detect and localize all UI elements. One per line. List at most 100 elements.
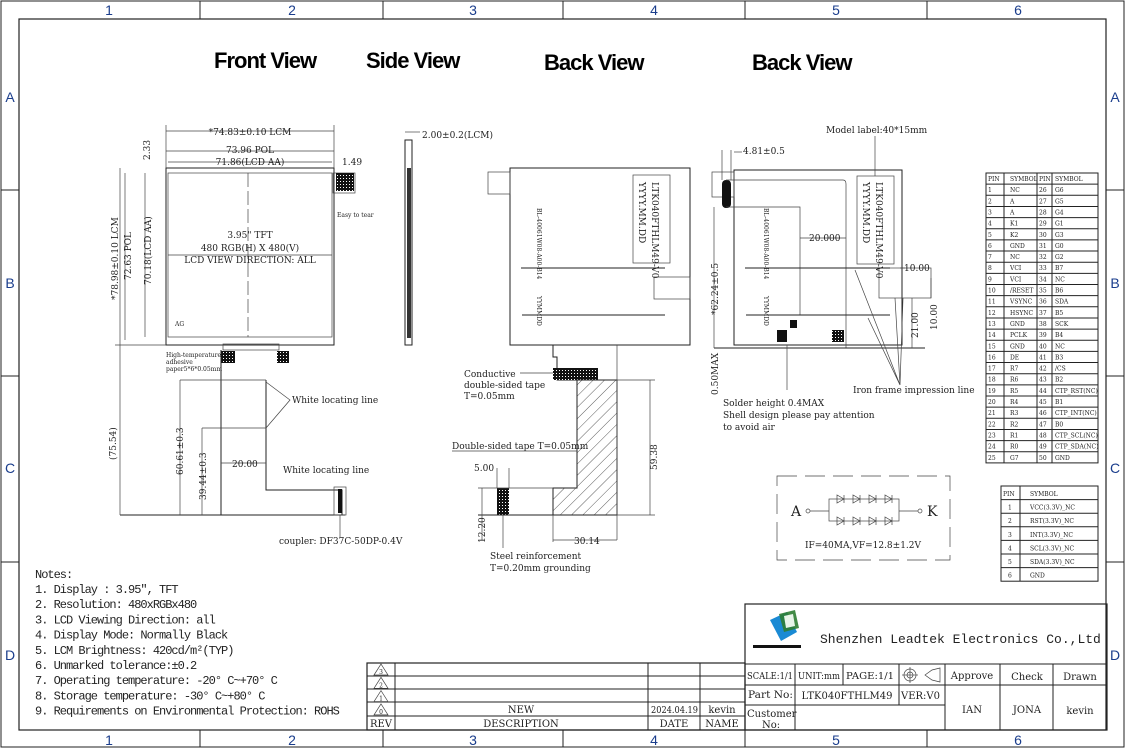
pin-table-cell: DE bbox=[1010, 354, 1019, 361]
pin-table-cell: B1 bbox=[1055, 399, 1063, 406]
easy-tear-tab bbox=[336, 173, 354, 191]
dim-12-20: 12.20 bbox=[478, 517, 488, 543]
ruler-column-label: 5 bbox=[832, 732, 840, 748]
check-header: Check bbox=[1011, 672, 1044, 683]
led-diode-icon bbox=[884, 516, 893, 526]
company-name: Shenzhen Leadtek Electronics Co.,Ltd bbox=[820, 632, 1101, 647]
dim-pol-height: 72.63 POL bbox=[124, 232, 134, 280]
note-item: 6. Unmarked tolerance:±0.2 bbox=[35, 659, 197, 673]
revision-triangle-icon bbox=[373, 663, 389, 676]
pin-table-cell: 12 bbox=[988, 310, 996, 317]
pin-table-cell: 16 bbox=[988, 354, 996, 361]
pin-table-cell: R5 bbox=[1010, 388, 1019, 395]
pin-table-cell: 32 bbox=[1039, 254, 1047, 261]
dim-lcm-width: *74.83±0.10 LCM bbox=[209, 128, 292, 138]
revision-triangle-icon bbox=[373, 676, 389, 689]
back-view-1 bbox=[452, 167, 691, 548]
adhesive-label-1: High-temperature bbox=[166, 352, 222, 359]
adhesive-label-2: adhesive bbox=[166, 359, 193, 366]
pin-table-cell: VSYNC bbox=[1009, 299, 1033, 306]
dim-10-00-a: 10.00 bbox=[904, 264, 930, 274]
pin-table-cell: 3 bbox=[988, 209, 992, 216]
ruler-column-label: 3 bbox=[469, 2, 477, 18]
back-label-line-2: YYYY.MM.DD bbox=[636, 181, 646, 243]
pin-table-cell: CTP_INT(NC) bbox=[1055, 410, 1097, 417]
note-item: 2. Resolution: 480xRGBx480 bbox=[35, 598, 197, 612]
pin-table-cell: 35 bbox=[1039, 288, 1047, 295]
note-item: 4. Display Mode: Normally Black bbox=[35, 629, 228, 643]
pin-table-cell: 36 bbox=[1039, 299, 1047, 306]
pin-table-cell: 4 bbox=[988, 221, 992, 228]
ruler-column-label: 2 bbox=[288, 2, 296, 18]
pin-table-cell: 46 bbox=[1039, 410, 1047, 417]
pin-table-cell: 22 bbox=[988, 421, 996, 428]
pin-table-header: SYMBOL bbox=[1010, 176, 1038, 183]
title-block bbox=[744, 603, 1108, 731]
pin-table-cell: HSYNC bbox=[1010, 310, 1034, 317]
description-header: DESCRIPTION bbox=[483, 719, 559, 730]
company-logo bbox=[753, 610, 801, 648]
ctp-table-cell: SDA(3.3V)_NC bbox=[1030, 559, 1075, 566]
dim-lcm-height: *78.98±0.10 LCM bbox=[111, 217, 121, 300]
revision-number: 1 bbox=[379, 696, 383, 703]
dim-75-54: (75.54) bbox=[108, 427, 119, 460]
pin-table-cell: /CS bbox=[1055, 366, 1066, 373]
revision-number: 0 bbox=[379, 709, 383, 716]
ruler-column-label: 2 bbox=[288, 732, 296, 748]
ruler-column-label: 4 bbox=[650, 2, 658, 18]
dim-thickness: 2.00±0.2(LCM) bbox=[422, 130, 493, 141]
version-label: VER:V0 bbox=[900, 691, 940, 702]
pin-table-cell: 10 bbox=[988, 288, 996, 295]
ctp-table-cell: SCL(3.3V)_NC bbox=[1030, 545, 1074, 552]
dim-62-24: *62.24±0.5 bbox=[711, 263, 721, 315]
pin-table-cell: 50 bbox=[1039, 455, 1047, 462]
ruler-column-label: 6 bbox=[1014, 2, 1022, 18]
dim-aa-height: 70.18(LCD AA) bbox=[143, 216, 154, 285]
backlight-spec: IF=40MA,VF=12.8±1.2V bbox=[805, 541, 922, 551]
ruler-column-label: 1 bbox=[105, 732, 113, 748]
front-view-title: Front View bbox=[214, 48, 318, 73]
pin-table-cell: R6 bbox=[1010, 377, 1019, 384]
back-view-2 bbox=[711, 136, 932, 390]
pin-table-cell: 11 bbox=[988, 299, 996, 306]
white-locating-line-label: White locating line bbox=[292, 396, 378, 406]
pin-table-cell: CTP_RST(NC) bbox=[1055, 388, 1098, 395]
pin-table-cell: 14 bbox=[988, 332, 996, 339]
pin-table-cell: 25 bbox=[988, 455, 996, 462]
pin-table-cell: R0 bbox=[1010, 444, 1019, 451]
model-label-size: Model label:40*15mm bbox=[826, 126, 928, 136]
pin-table-cell: 8 bbox=[988, 265, 992, 272]
pin-table-cell: G5 bbox=[1055, 198, 1064, 205]
pin-table-cell: 44 bbox=[1039, 388, 1047, 395]
ruler-column-label: 3 bbox=[469, 732, 477, 748]
anode-label: A bbox=[790, 504, 802, 520]
pin-table-cell: 24 bbox=[988, 444, 996, 451]
coupler-label: coupler: DF37C-50DP-0.4V bbox=[279, 537, 403, 547]
pin-table-cell: SCK bbox=[1055, 321, 1069, 328]
model-label-line-2: YYYY.MM.DD bbox=[860, 181, 870, 243]
pin-table-header: SYMBOL bbox=[1055, 176, 1083, 183]
revision-name: kevin bbox=[708, 705, 736, 716]
approve-header: Approve bbox=[950, 671, 993, 682]
notes-title: Notes: bbox=[35, 568, 72, 582]
dim-2-33: 2.33 bbox=[143, 140, 153, 160]
resolution-label: 480 RGB(H) X 480(V) bbox=[201, 243, 299, 254]
pin-table-cell: VCI bbox=[1009, 265, 1022, 272]
